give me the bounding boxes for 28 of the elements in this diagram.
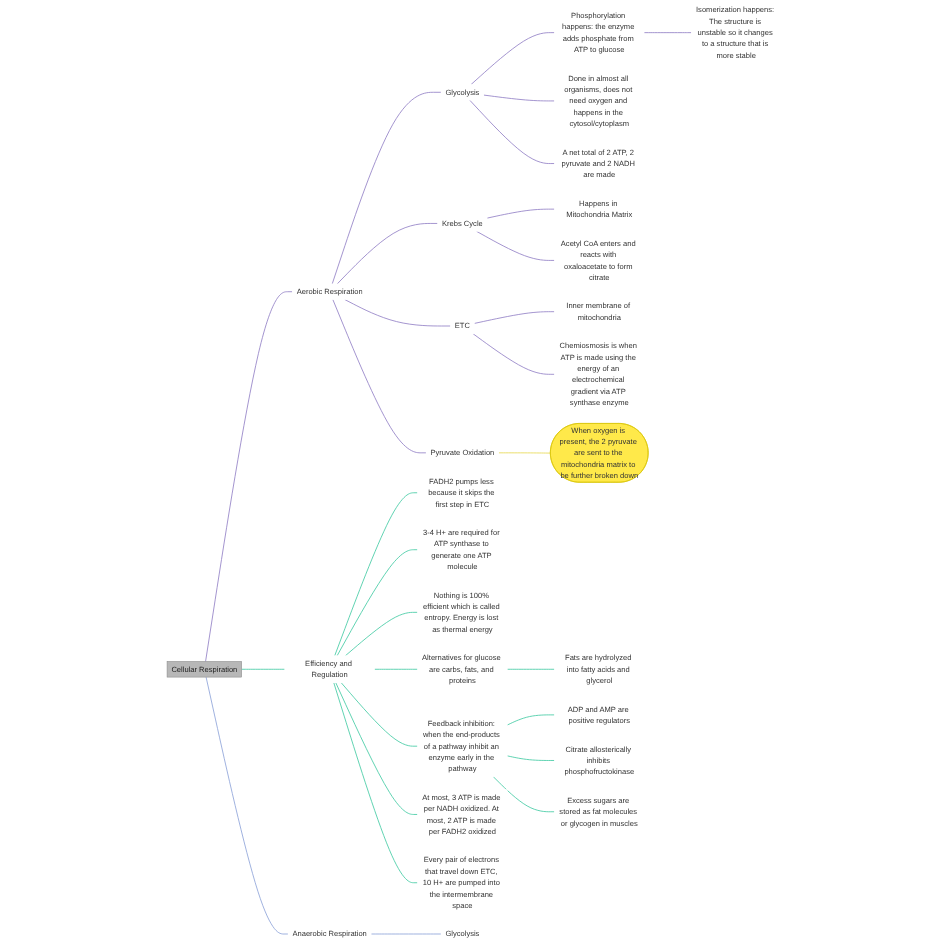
connector	[333, 682, 418, 884]
connector	[506, 668, 555, 670]
connector	[470, 32, 555, 85]
connector	[476, 230, 555, 261]
connector	[374, 668, 418, 670]
connector	[344, 299, 451, 327]
connector	[473, 311, 555, 324]
connector	[486, 208, 555, 219]
connector	[469, 99, 555, 164]
connector	[331, 91, 442, 285]
connector	[205, 291, 293, 662]
connector	[492, 776, 555, 813]
connector	[205, 676, 289, 935]
connector	[472, 333, 555, 375]
connector	[643, 32, 692, 34]
connector	[336, 549, 418, 657]
connector	[344, 611, 418, 657]
connector	[336, 223, 439, 285]
connector	[506, 714, 555, 726]
connector	[340, 682, 418, 747]
connector	[498, 452, 552, 454]
connector	[332, 299, 427, 454]
connector	[241, 668, 286, 670]
connector	[506, 755, 555, 761]
connector	[483, 94, 555, 102]
connector	[370, 933, 442, 935]
connector	[334, 492, 418, 657]
connector	[335, 682, 418, 815]
